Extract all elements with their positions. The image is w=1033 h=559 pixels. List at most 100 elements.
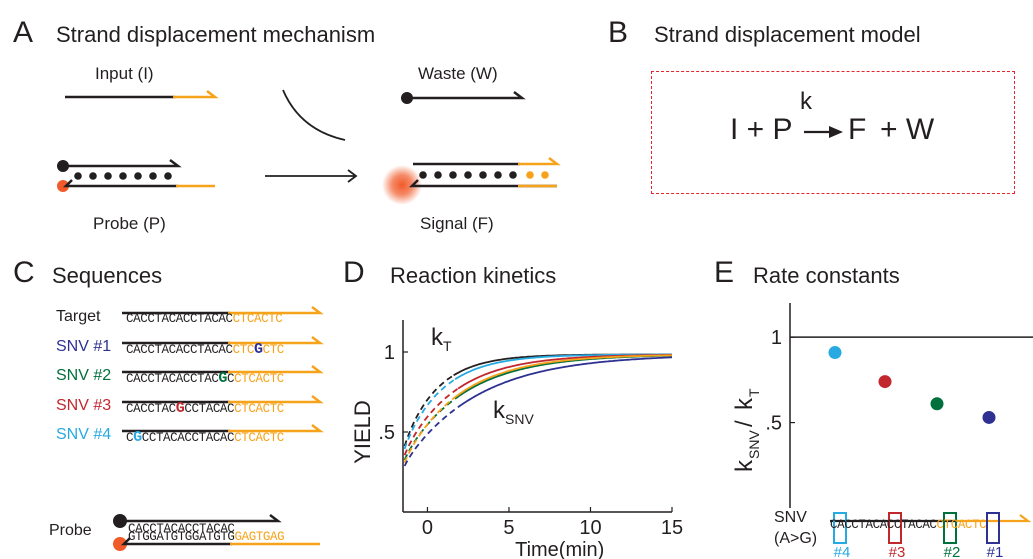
base: A (218, 312, 226, 326)
series-line (460, 356, 673, 406)
rate-point (930, 397, 944, 411)
base: A (253, 312, 262, 326)
base: C (126, 431, 134, 445)
snv-strip-sequence: CACCTACACCTACACCTCACTC (830, 519, 987, 532)
series-line (456, 354, 672, 397)
panel-d-title: Reaction kinetics (390, 263, 557, 288)
base: C (184, 431, 192, 445)
base: T (269, 342, 278, 357)
base: A (175, 342, 184, 357)
y-axis-label: YIELD (350, 400, 375, 464)
base: A (133, 372, 141, 386)
base: A (219, 401, 228, 416)
signal-complex (382, 157, 561, 205)
base: T (154, 401, 162, 416)
y-tick-label: .5 (378, 422, 395, 444)
mutant-base: G (253, 340, 263, 358)
probe-complex (57, 159, 215, 192)
base: C (140, 401, 148, 416)
base: C (182, 342, 191, 357)
base: T (154, 342, 162, 357)
base: C (148, 431, 157, 445)
base: A (255, 401, 263, 416)
x-axis-label: Time(min) (515, 539, 604, 559)
base: C (234, 431, 242, 445)
panel-a-letter: A (13, 16, 34, 49)
kt-sub: T (443, 337, 452, 354)
base: C (140, 342, 148, 357)
base: C (184, 401, 192, 416)
snv-position-box (986, 512, 1000, 544)
base: C (211, 342, 219, 357)
base: C (168, 342, 177, 357)
base: A (205, 401, 214, 416)
probe-bottom-orange: GAGTGAG (234, 530, 285, 544)
strand-bar (122, 365, 332, 385)
base: C (147, 372, 155, 386)
base: A (161, 312, 170, 326)
base: A (133, 312, 141, 326)
base: T (198, 431, 207, 445)
y-axis-label: kSNV/kT (731, 388, 762, 472)
base: A (204, 342, 212, 357)
rate-point (828, 346, 842, 360)
waste-label: Waste (W) (418, 64, 498, 83)
base: C (168, 312, 177, 326)
panel-b-title: Strand displacement model (654, 22, 921, 47)
y-label-ksnv-sub: SNV (746, 430, 762, 459)
series-dashed-line (403, 404, 462, 467)
rate-point (982, 410, 996, 424)
base: T (239, 342, 248, 357)
base: C (261, 312, 269, 326)
base: C (227, 401, 235, 416)
base: C (262, 431, 271, 445)
y-tick-label: .5 (765, 413, 782, 435)
base: C (147, 342, 155, 357)
base: C (126, 372, 134, 386)
x-tick-label: 0 (422, 517, 433, 539)
base: C (182, 312, 191, 326)
base: A (218, 342, 226, 357)
y-label-kt: k (731, 397, 758, 410)
reaction-arrow (265, 169, 358, 183)
panel-e-title: Rate constants (753, 263, 900, 288)
base: C (248, 401, 256, 416)
base: C (276, 431, 285, 445)
base: C (248, 372, 256, 386)
sequence-name: SNV #1 (56, 337, 112, 355)
base: C (227, 431, 235, 445)
base: C (126, 312, 134, 326)
waste-strand (401, 91, 526, 104)
base: T (197, 342, 205, 357)
series-dashed-line (403, 394, 461, 461)
panel-d-letter: D (343, 256, 365, 289)
probe-name: Probe (49, 522, 92, 539)
snv-position-box (888, 512, 902, 544)
base: A (219, 431, 228, 445)
base: C (232, 312, 241, 326)
base: C (211, 312, 219, 326)
probe-bottom-black: GTGGATGTGGATGTG (128, 530, 235, 544)
snv-box-label: #3 (889, 544, 906, 559)
base: C (262, 372, 271, 386)
base: C (232, 342, 241, 357)
y-tick-label: 1 (384, 342, 395, 364)
base: A (175, 312, 184, 326)
panel-e-letter: E (714, 256, 735, 289)
strand-bar (122, 394, 332, 415)
base: C (126, 342, 134, 357)
base: C (191, 431, 199, 445)
rate-point (878, 375, 892, 389)
y-label-slash: / (731, 420, 758, 427)
panel-b-letter: B (608, 16, 629, 49)
base: A (133, 401, 141, 416)
model-reactants: I + P (730, 113, 793, 146)
base: C (262, 342, 271, 357)
base: C (189, 312, 198, 326)
kt-k: k (431, 324, 443, 351)
base: T (268, 312, 276, 326)
input-label: Input (I) (95, 64, 154, 83)
base: T (154, 312, 162, 326)
base: C (126, 401, 134, 416)
